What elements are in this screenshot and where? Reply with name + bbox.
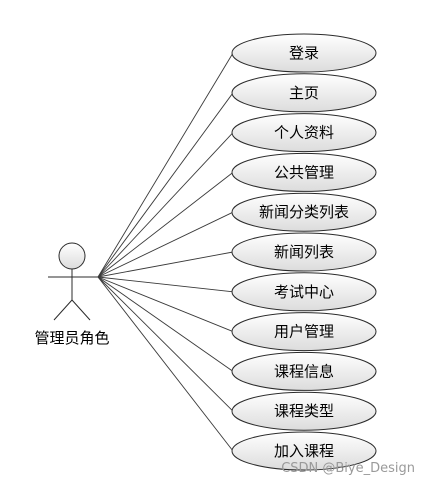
use-case-label: 用户管理 <box>274 323 334 341</box>
use-case-label: 新闻列表 <box>274 243 334 261</box>
use-case[interactable]: 课程类型 <box>231 391 377 431</box>
use-case-label: 个人资料 <box>274 124 334 142</box>
use-case-label: 登录 <box>289 44 319 62</box>
watermark: CSDN @Biye_Design <box>281 461 415 476</box>
use-case[interactable]: 登录 <box>231 33 377 73</box>
use-case[interactable]: 课程信息 <box>231 351 377 391</box>
use-case-label: 课程信息 <box>274 362 334 380</box>
use-case-list: 登录主页个人资料公共管理新闻分类列表新闻列表考试中心用户管理课程信息课程类型加入… <box>231 33 377 471</box>
use-case-label: 课程类型 <box>274 402 334 420</box>
use-case-ellipse <box>231 113 377 153</box>
actor[interactable]: 管理员角色 <box>34 242 110 347</box>
actor-right-leg <box>71 299 91 321</box>
association-line <box>97 276 234 293</box>
association-line <box>97 211 234 278</box>
use-case-label: 公共管理 <box>274 163 334 181</box>
use-case-ellipse <box>231 192 377 232</box>
use-case-ellipse <box>231 152 377 192</box>
use-case[interactable]: 加入课程 <box>231 431 377 471</box>
association-line <box>97 276 234 412</box>
association-line <box>97 276 234 372</box>
use-case[interactable]: 新闻分类列表 <box>231 192 377 232</box>
use-case-ellipse <box>231 391 377 431</box>
use-case-label: 新闻分类列表 <box>259 203 349 221</box>
use-case[interactable]: 考试中心 <box>231 272 377 312</box>
use-case-label: 主页 <box>289 84 319 102</box>
use-case[interactable]: 新闻列表 <box>231 232 377 272</box>
use-case-label: 加入课程 <box>274 442 334 460</box>
use-case-label: 考试中心 <box>274 283 334 301</box>
association-line <box>97 251 234 278</box>
use-case-ellipse <box>231 73 377 113</box>
association-line <box>97 92 234 278</box>
association-line <box>97 276 234 333</box>
use-case[interactable]: 个人资料 <box>231 113 377 153</box>
use-case-ellipse <box>231 431 377 471</box>
use-case-ellipse <box>231 351 377 391</box>
actor-label: 管理员角色 <box>34 329 109 347</box>
actor-left-leg <box>53 299 73 321</box>
association-line <box>97 132 234 278</box>
use-case-ellipse <box>231 312 377 352</box>
use-case[interactable]: 主页 <box>231 73 377 113</box>
use-case-ellipse <box>231 272 377 312</box>
use-case[interactable]: 用户管理 <box>231 312 377 352</box>
association-line <box>97 52 234 278</box>
association-line <box>97 172 234 278</box>
use-case[interactable]: 公共管理 <box>231 152 377 192</box>
actor-head <box>58 242 86 270</box>
use-case-ellipse <box>231 33 377 73</box>
association-lines <box>97 52 234 452</box>
association-line <box>97 276 234 452</box>
use-case-ellipse <box>231 232 377 272</box>
